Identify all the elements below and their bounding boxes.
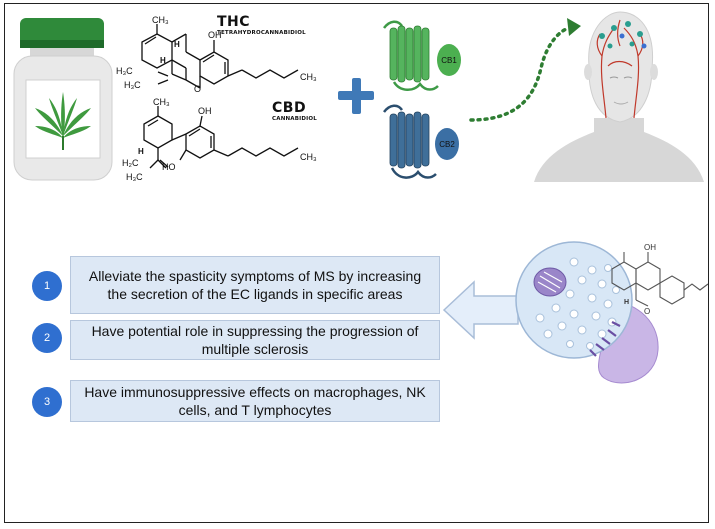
cbd-ch3-chain: CH₃: [300, 152, 317, 162]
cbd-title: CBD: [272, 100, 307, 116]
cb2-label: CB2: [439, 140, 455, 149]
cbd-h2c: H₂C: [122, 158, 139, 168]
thc-structure-diagram: CH₃ H OH H O H₃C H₃C CH₃: [116, 15, 317, 94]
cb2-receptor-icon: CB2: [383, 104, 459, 179]
effect-text-2: Have potential role in suppressing the p…: [91, 323, 419, 357]
effect-text-1: Alleviate the spasticity symptoms of MS …: [88, 268, 422, 302]
figure-frame: [4, 3, 709, 523]
thc-h3c-2: H₃C: [124, 80, 141, 90]
cell-molecule-o: O: [644, 307, 650, 316]
thc-ch3-chain: CH₃: [300, 72, 317, 82]
cbd-ho: HO: [162, 162, 176, 172]
thc-full-name: TETRAHYDROCANNABIDIOL: [217, 30, 306, 36]
thc-h3c-1: H₃C: [116, 66, 133, 76]
cbd-ch3-top: CH₃: [153, 97, 170, 107]
cb1-label: CB1: [441, 56, 457, 65]
plus-icon: [338, 78, 374, 114]
effect-number-3: 3: [32, 387, 62, 417]
effect-box-3: Have immunosuppressive effects on macrop…: [70, 380, 440, 422]
cbd-oh: OH: [198, 106, 212, 116]
effect-number-2: 2: [32, 323, 62, 353]
cell-molecule-oh: OH: [644, 243, 656, 252]
cb1-receptor-icon: CB1: [383, 20, 461, 91]
human-head-icon: [534, 11, 704, 182]
cell-vesicle-diagram: OH H O: [515, 241, 709, 384]
effect-number-1: 1: [32, 271, 62, 301]
cannabis-bottle-icon: [13, 18, 113, 181]
dotted-arrow-icon: [469, 18, 581, 122]
thc-title: THC: [217, 14, 251, 30]
cbd-structure-diagram: CH₃ H OH HO H₂C H₃C CH₃: [122, 97, 317, 182]
effect-box-1: Alleviate the spasticity symptoms of MS …: [70, 256, 440, 314]
effect-text-3: Have immunosuppressive effects on macrop…: [84, 384, 426, 418]
cbd-full-name: CANNABIDIOL: [272, 116, 317, 122]
thc-h-bottom: H: [160, 56, 166, 65]
thc-h-top: H: [174, 40, 180, 49]
thc-o: O: [194, 84, 201, 94]
thc-ch3-top: CH₃: [152, 15, 169, 25]
effect-box-2: Have potential role in suppressing the p…: [70, 320, 440, 360]
cbd-h: H: [138, 147, 144, 156]
cbd-h3c: H₃C: [126, 172, 143, 182]
cell-molecule-h: H: [624, 299, 629, 306]
left-arrow-icon: [442, 280, 519, 340]
thc-oh: OH: [208, 30, 222, 40]
